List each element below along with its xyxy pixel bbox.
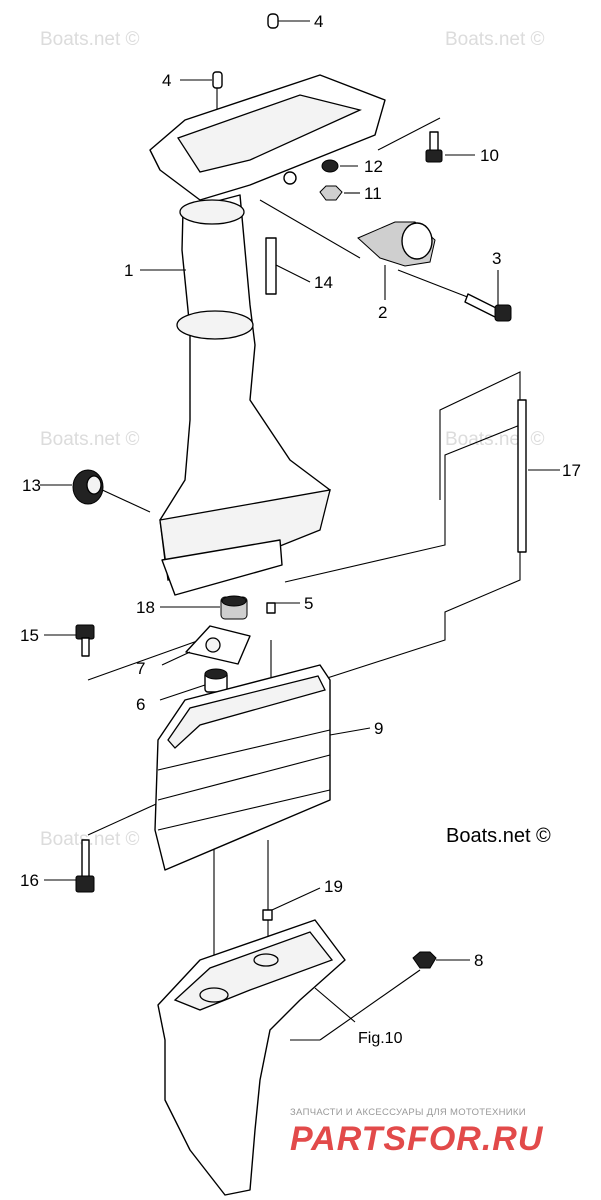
callout-leaders	[40, 20, 560, 1023]
dowel-part-5	[266, 602, 276, 614]
brand-label: Boats.net ©	[446, 825, 551, 847]
callout-4-top: 4	[314, 12, 323, 31]
watermark: Boats.net ©	[40, 429, 140, 450]
callout-6: 10	[480, 146, 499, 165]
callout-15: 15	[20, 626, 39, 645]
watermark: Boats.net ©	[40, 829, 140, 850]
nut-part-7	[319, 185, 343, 201]
dowel-part-16	[262, 909, 273, 921]
callout-12: 6	[136, 695, 145, 714]
bolt-part-17	[75, 839, 95, 893]
nut-part-19	[412, 951, 437, 969]
callout-16: 19	[324, 877, 343, 896]
mount-part-14	[220, 595, 248, 620]
callout-19: 8	[474, 951, 483, 970]
pin-part-4-top	[267, 13, 279, 29]
callout-13: 7	[136, 659, 145, 678]
extension-casing-part-11	[154, 664, 331, 871]
washer-part-8	[321, 159, 339, 173]
bolt-part-6	[425, 131, 443, 163]
watermark: Boats.net ©	[40, 29, 140, 50]
assembly-lines	[87, 117, 521, 1041]
logo-name: PARTSFOR.RU	[290, 1120, 544, 1158]
callout-1: 1	[124, 261, 133, 280]
callout-labels: 4 4 10 12 11 1 14 2 3 13 17 18 5 15 7 6 …	[20, 12, 581, 970]
callout-9: 13	[22, 476, 41, 495]
callout-3: 3	[492, 249, 501, 268]
bolt-part-15	[75, 624, 95, 657]
plate-part-13	[185, 625, 251, 665]
callout-11: 9	[374, 719, 383, 738]
rod-part-10	[265, 237, 277, 295]
stud-part-18	[517, 399, 527, 553]
upper-casing-part-1	[149, 74, 386, 596]
callout-10: 14	[314, 273, 333, 292]
bolt-part-3	[464, 293, 512, 322]
watermark: Boats.net ©	[445, 29, 545, 50]
callout-17: 16	[20, 871, 39, 890]
grommet-part-9	[72, 469, 104, 505]
logo-subtitle: ЗАПЧАСТИ И АКСЕССУАРЫ ДЛЯ МОТОТЕХНИКИ	[290, 1107, 526, 1118]
clamp-part-2	[357, 221, 436, 267]
callout-7: 11	[364, 184, 382, 203]
callout-14: 18	[136, 598, 155, 617]
callout-18: 17	[562, 461, 581, 480]
spacer-part-12	[204, 668, 228, 693]
callout-2: 2	[378, 303, 387, 322]
watermark: Boats.net ©	[445, 429, 545, 450]
callout-5: 5	[304, 594, 313, 613]
partsfor-logo: ЗАПЧАСТИ И АКСЕССУАРЫ ДЛЯ МОТОТЕХНИКИ PA…	[290, 1107, 544, 1158]
callout-8: 12	[364, 157, 383, 176]
callout-4: 4	[162, 71, 171, 90]
figure-reference: Fig.10	[358, 1030, 403, 1047]
lower-unit	[157, 919, 346, 1196]
